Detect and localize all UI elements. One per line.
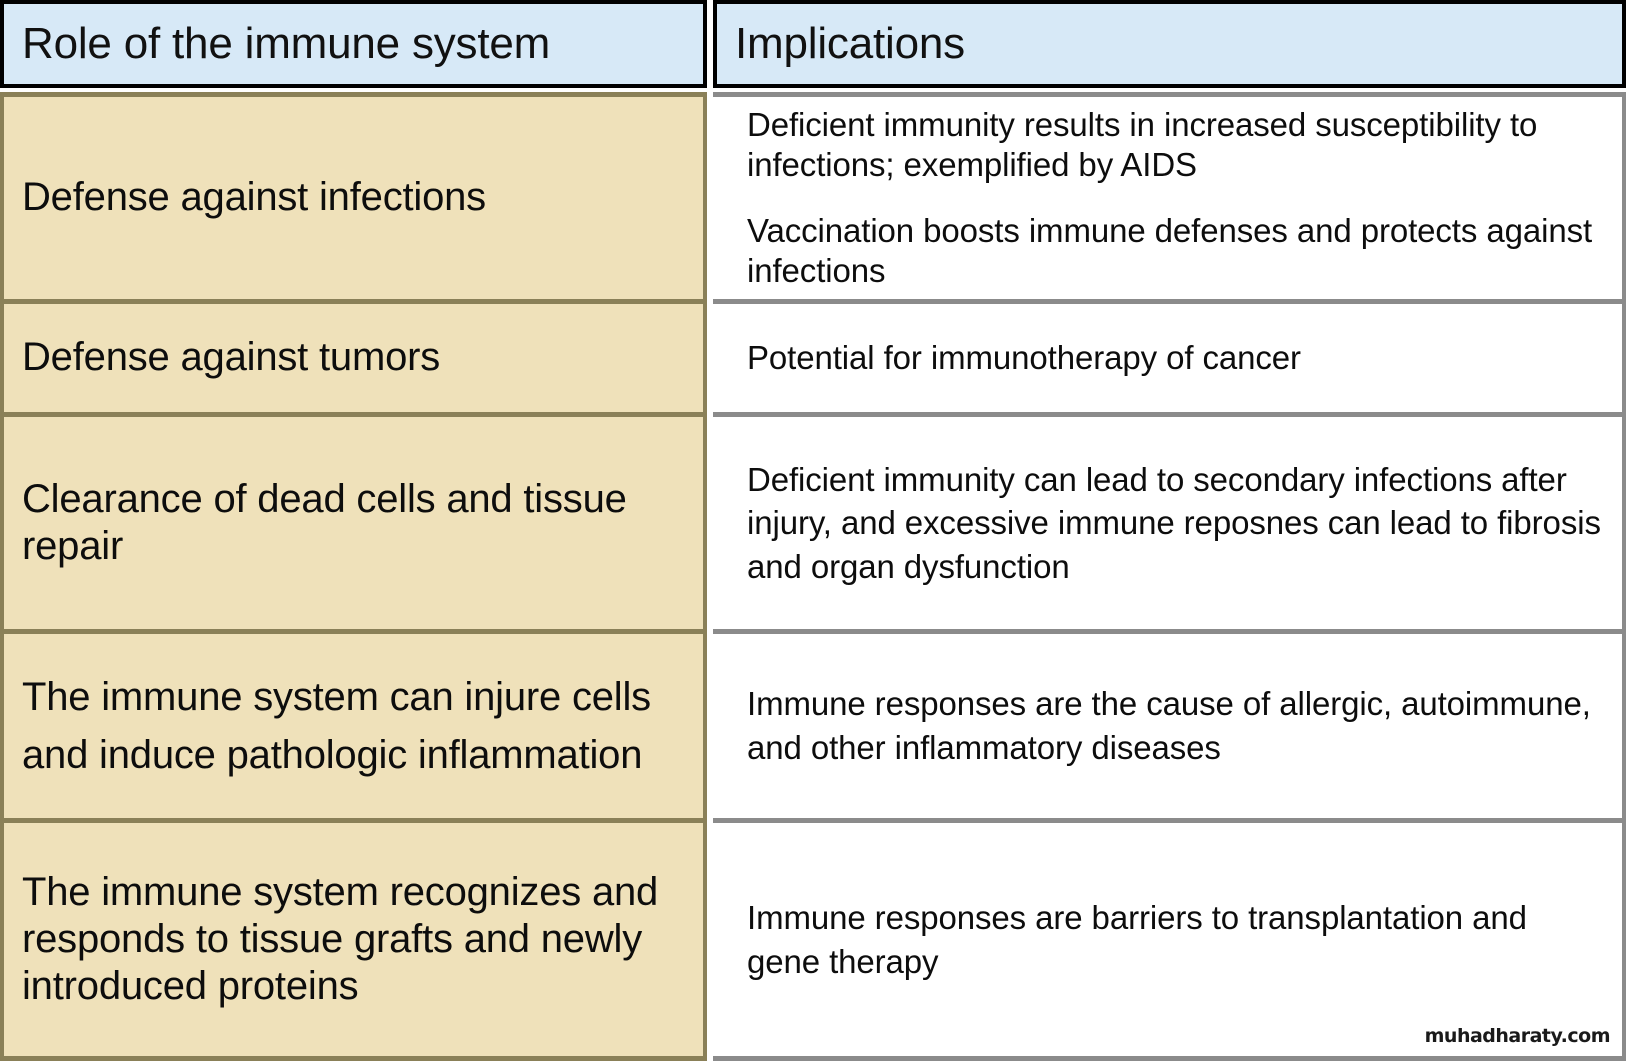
implications-cell: Deficient immunity results in increased … <box>713 92 1626 299</box>
column-header-implications: Implications <box>735 18 965 68</box>
role-text: The immune system recognizes and respond… <box>22 869 659 1009</box>
table-body: Defense against infections Deficient imm… <box>0 92 1626 1061</box>
role-cell: Clearance of dead cells and tissue repai… <box>0 412 707 629</box>
implications-cell: Immune responses are barriers to transpl… <box>713 818 1626 1061</box>
source-watermark: muhadharaty.com <box>1424 1025 1611 1047</box>
table-header-cell-implications: Implications <box>713 0 1626 88</box>
implication-paragraph: Immune responses are barriers to transpl… <box>747 898 1527 980</box>
column-gap <box>707 412 713 629</box>
role-text: Defense against infections <box>22 175 486 220</box>
implications-cell: Immune responses are the cause of allerg… <box>713 629 1626 818</box>
role-cell: The immune system recognizes and respond… <box>0 818 707 1061</box>
table-row: Defense against infections Deficient imm… <box>0 92 1626 299</box>
role-text: Defense against tumors <box>22 335 441 380</box>
implication-paragraph: Vaccination boosts immune defenses and p… <box>747 212 1593 290</box>
column-header-role: Role of the immune system <box>22 18 551 68</box>
table-header-cell-role: Role of the immune system <box>0 0 707 88</box>
column-gap <box>707 629 713 818</box>
table-row: Clearance of dead cells and tissue repai… <box>0 412 1626 629</box>
implications-cell: Deficient immunity can lead to secondary… <box>713 412 1626 629</box>
header-column-gap <box>707 0 713 88</box>
implication-paragraph: Deficient immunity can lead to secondary… <box>747 460 1601 585</box>
role-text: Clearance of dead cells and tissue repai… <box>22 476 627 568</box>
implication-paragraph: Immune responses are the cause of allerg… <box>747 685 1591 766</box>
implication-paragraph: Potential for immunotherapy of cancer <box>747 338 1301 376</box>
role-text: The immune system can injure cells and i… <box>22 675 651 777</box>
implication-paragraph: Deficient immunity results in increased … <box>747 105 1538 183</box>
table-header-row: Role of the immune system Implications <box>0 0 1626 88</box>
table-row: The immune system recognizes and respond… <box>0 818 1626 1061</box>
implications-cell: Potential for immunotherapy of cancer <box>713 299 1626 412</box>
role-cell: Defense against infections <box>0 92 707 299</box>
column-gap <box>707 818 713 1061</box>
column-gap <box>707 92 713 299</box>
table-row: The immune system can injure cells and i… <box>0 629 1626 818</box>
role-cell: The immune system can injure cells and i… <box>0 629 707 818</box>
column-gap <box>707 299 713 412</box>
table-row: Defense against tumors Potential for imm… <box>0 299 1626 412</box>
role-cell: Defense against tumors <box>0 299 707 412</box>
